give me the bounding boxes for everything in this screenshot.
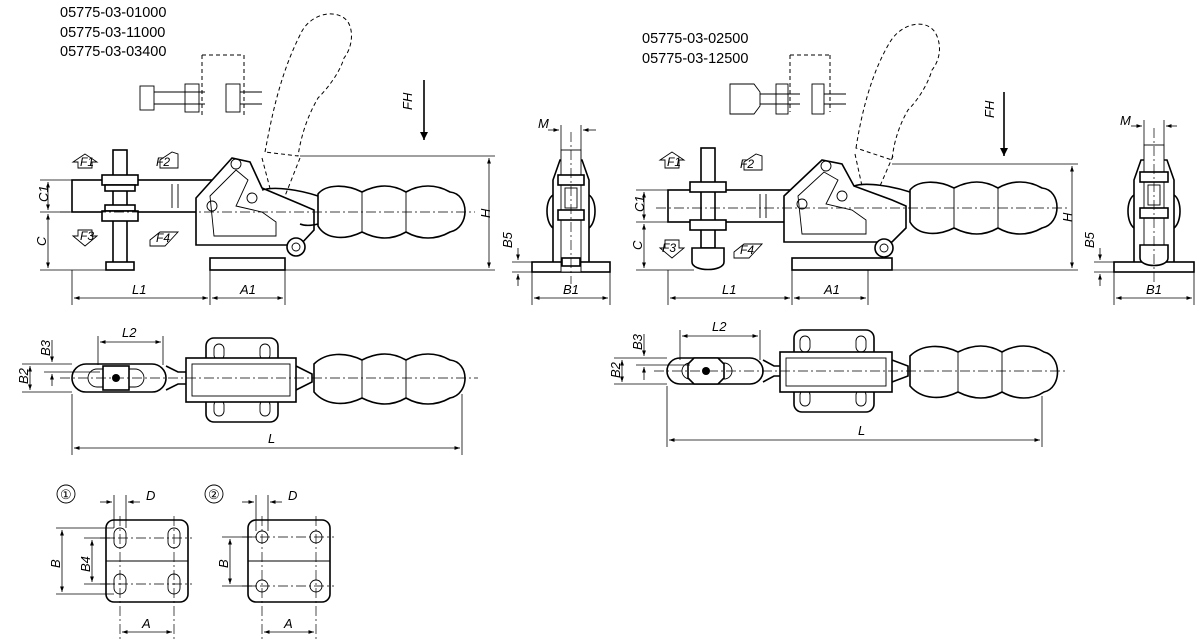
dim-a1: A1 xyxy=(239,282,256,297)
dim-m: M xyxy=(1120,113,1131,128)
phantom-handle xyxy=(264,13,352,157)
dim-b4: B4 xyxy=(78,556,93,572)
force-arrow-f1: F1 xyxy=(658,151,686,169)
handle-grip-top xyxy=(313,353,466,405)
dim-l: L xyxy=(858,423,865,438)
part-number: 05775-03-02500 xyxy=(642,31,749,47)
dim-c1: C1 xyxy=(632,195,647,212)
variant-1-marker: ① xyxy=(60,487,72,502)
force-arrow-f2: F2 xyxy=(156,151,179,169)
dim-b: B xyxy=(48,559,63,568)
part-numbers-right: 05775-03-02500 05775-03-12500 xyxy=(642,30,748,69)
dim-a: A xyxy=(141,616,151,631)
dim-h: H xyxy=(1060,212,1075,222)
dim-h: H xyxy=(478,208,493,218)
part-number: 05775-03-11000 xyxy=(60,24,166,41)
dim-d: D xyxy=(146,488,155,503)
dim-b3: B3 xyxy=(38,339,53,356)
phantom-spindle-head xyxy=(729,83,846,115)
svg-text:F4: F4 xyxy=(740,243,754,257)
dim-c1: C1 xyxy=(36,185,51,202)
dim-l1: L1 xyxy=(132,282,146,297)
dim-b2: B2 xyxy=(16,367,31,384)
top-view-right: L2 B3 B2 L xyxy=(608,319,1066,447)
svg-text:F1: F1 xyxy=(80,155,94,169)
dim-l: L xyxy=(268,431,275,446)
dim-l2: L2 xyxy=(122,325,137,340)
top-view-left: L2 B3 B2 L xyxy=(16,325,478,455)
dim-b2: B2 xyxy=(608,361,623,378)
front-view-right: M B1 B5 xyxy=(1082,113,1195,305)
svg-text:F2: F2 xyxy=(156,155,170,169)
dim-b5: B5 xyxy=(500,231,515,248)
svg-text:F4: F4 xyxy=(156,231,170,245)
variant-2-marker: ② xyxy=(208,487,220,502)
svg-text:F2: F2 xyxy=(740,157,754,171)
dim-c: C xyxy=(630,240,645,250)
svg-text:FH: FH xyxy=(400,92,415,110)
hole-pattern-1: ① D B B4 A xyxy=(48,484,192,640)
svg-text:F1: F1 xyxy=(667,155,681,169)
force-arrow-f1: F1 xyxy=(71,153,99,169)
phantom-lines xyxy=(201,54,301,197)
base-plate xyxy=(209,257,286,271)
side-view-left: F1 F2 F3 F4 FH L1 A1 H xyxy=(34,13,495,305)
clamp-body xyxy=(783,159,907,243)
part-number: 05775-03-12500 xyxy=(642,50,749,67)
dim-b1: B1 xyxy=(563,282,579,297)
svg-text:FH: FH xyxy=(982,100,997,118)
dim-c: C xyxy=(34,236,49,246)
dim-b1: B1 xyxy=(1146,282,1162,297)
dim-a1: A1 xyxy=(823,282,840,297)
svg-text:F3: F3 xyxy=(662,241,676,255)
force-arrow-f3: F3 xyxy=(658,239,686,259)
phantom-lines xyxy=(789,54,894,187)
force-fh: FH xyxy=(982,92,1008,156)
dim-l2: L2 xyxy=(712,319,727,334)
dim-l1: L1 xyxy=(722,282,736,297)
phantom-handle xyxy=(855,23,940,161)
force-arrow-f2: F2 xyxy=(740,153,763,171)
dim-d: D xyxy=(288,488,297,503)
dim-a: A xyxy=(283,616,293,631)
phantom-bolt xyxy=(139,83,262,113)
force-fh: FH xyxy=(400,80,428,140)
part-numbers-left: 05775-03-01000 05775-03-11000 05775-03-0… xyxy=(60,4,166,63)
side-view-right: F1 F2 F3 F4 FH L1 A1 H xyxy=(630,23,1078,305)
clamping-arm xyxy=(71,179,213,213)
part-number: 05775-03-01000 xyxy=(60,5,167,21)
dim-b: B xyxy=(216,559,231,568)
handle-grip-top xyxy=(909,345,1059,399)
spindle-pad xyxy=(691,247,725,271)
dim-m: M xyxy=(538,116,549,131)
force-arrow-f3: F3 xyxy=(71,229,99,247)
hole-pattern-2: ② D B A xyxy=(204,484,334,640)
force-arrow-f4: F4 xyxy=(733,243,764,259)
part-number: 05775-03-03400 xyxy=(60,44,167,60)
spindle xyxy=(700,147,716,249)
base-plate xyxy=(791,257,893,271)
dim-b3: B3 xyxy=(630,333,645,350)
svg-text:F3: F3 xyxy=(80,229,94,243)
force-arrow-f4: F4 xyxy=(149,231,180,247)
dim-b5: B5 xyxy=(1082,231,1097,248)
front-view-left: M B1 B5 xyxy=(500,116,611,305)
